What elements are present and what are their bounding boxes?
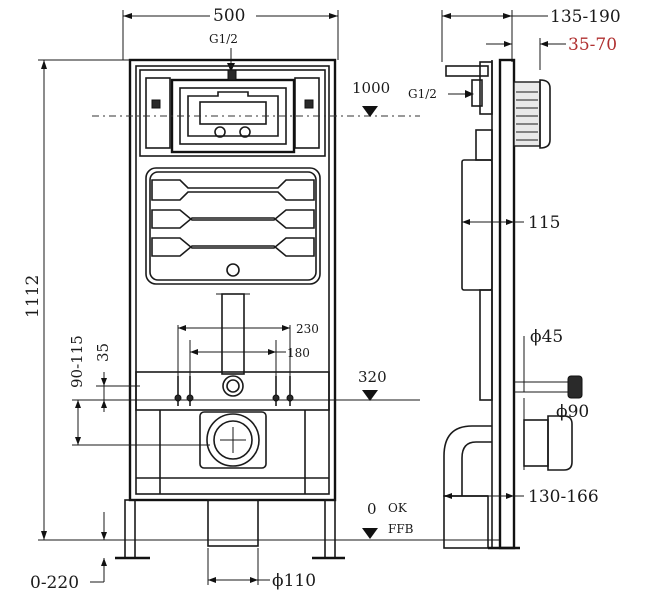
mounting-bar (135, 371, 330, 411)
level-320-label: 320 (358, 368, 387, 386)
dim-135-190-arrow-right (503, 13, 512, 19)
tank-rib-3 (151, 237, 315, 257)
dim-130-166-label: 130-166 (528, 487, 599, 507)
dim-35-70-arrow-right (540, 41, 548, 47)
dim-35-arrow-bottom (101, 400, 107, 408)
dim-115-label: 115 (528, 213, 560, 233)
dim-180-label: 180 (287, 346, 310, 360)
dim-135-190-arrow-left (442, 13, 451, 19)
left-clip-mark (151, 99, 161, 109)
frame-inner (135, 65, 330, 495)
dim-35-label: 35 (94, 343, 112, 362)
valve-top (227, 69, 237, 81)
g12-side-arrow (465, 90, 474, 98)
g12-front-label: G1/2 (209, 32, 238, 46)
drain-ring-outer (206, 413, 260, 467)
dim-130-166-arrow-left (444, 493, 452, 499)
dim-35-70-label: 35-70 (568, 35, 617, 55)
dim-230-label: 230 (296, 322, 319, 336)
leg-right (324, 499, 336, 559)
dim-180-arrow-left (190, 349, 198, 355)
phi110-label: ϕ110 (272, 571, 316, 591)
phi45-label: ϕ45 (530, 327, 563, 347)
level-1000-marker (362, 106, 378, 117)
flush-pipe (221, 293, 245, 375)
water-inlet-ring (222, 375, 244, 397)
drain-elbow-inner (461, 441, 492, 496)
dim-135-190-label: 135-190 (550, 7, 621, 27)
front-view: 500 G1/2 (23, 4, 500, 593)
inlet-tube (445, 65, 489, 77)
dim-35-70-arrow-left (504, 41, 512, 47)
dim-230-arrow-right (282, 325, 290, 331)
dim-1112-arrow-top (41, 60, 47, 69)
dim-230-arrow-left (178, 325, 186, 331)
dim-500-arrow-left (123, 13, 132, 19)
flush-button-cap (539, 79, 551, 149)
drain-ring-inner (213, 420, 253, 460)
dim-90-115-label: 90-115 (68, 335, 86, 388)
tank-neck (475, 129, 493, 161)
tank-rib-1 (151, 179, 315, 201)
inlet-valve (479, 61, 493, 115)
dim-130-166-arrow-right (506, 493, 514, 499)
dim-500-arrow-right (329, 13, 338, 19)
dim-180-arrow-right (268, 349, 276, 355)
dim-35-arrow-top (101, 378, 107, 386)
cistern-tank (145, 167, 321, 285)
drain-elbow-outer (443, 425, 492, 497)
right-clip-mark (304, 99, 314, 109)
phi110-arrow-right (250, 577, 258, 583)
tank-rib-2 (151, 209, 315, 229)
phi45-connector (567, 375, 583, 399)
dim-90-115-arrow-top (75, 400, 81, 408)
drain-housing (199, 411, 267, 469)
ffb-label: FFB (388, 522, 414, 536)
cistern-tank-inner (149, 171, 317, 281)
dim-90-115-arrow-bottom (75, 437, 81, 445)
tank-drain-icon (226, 263, 240, 277)
left-bracket-clip (145, 77, 171, 149)
dim-500-label: 500 (213, 6, 245, 26)
dim-1112-label: 1112 (23, 275, 43, 318)
level-320-marker (362, 390, 378, 401)
mounting-bolts (174, 376, 294, 406)
leg-left (124, 499, 136, 559)
flush-mechanism-window (199, 101, 267, 125)
side-view: 135-190 35-70 G1/2 (408, 7, 621, 550)
phi90-socket (523, 419, 549, 467)
flush-button-ribs (516, 91, 538, 141)
phi90-flange (547, 415, 573, 471)
right-bracket-clip (294, 77, 320, 149)
drain-pipe-stub (207, 499, 259, 547)
dim-0-220-arrow-top (101, 532, 107, 540)
dim-115-arrow-right (506, 219, 514, 225)
phi110-arrow-left (208, 577, 216, 583)
flush-mechanism (187, 91, 279, 137)
side-frame-upright (498, 58, 516, 550)
ok-label: OK (388, 501, 408, 515)
dim-0-220-arrow-bottom (101, 558, 107, 566)
phi90-label: ϕ90 (556, 402, 589, 422)
side-down-pipe (479, 289, 493, 401)
dim-500-mask (210, 4, 256, 24)
dim-115-arrow-left (462, 219, 470, 225)
dim-0-220-label: 0-220 (30, 573, 79, 593)
dim-1112-arrow-bottom (41, 531, 47, 540)
level-1000-label: 1000 (352, 79, 390, 97)
tank-side-profile (461, 159, 493, 291)
top-bracket (139, 69, 326, 157)
flush-button-left-icon (214, 126, 226, 138)
water-inlet-inner (226, 379, 240, 393)
zero-label: 0 (367, 500, 377, 518)
g12-side-label: G1/2 (408, 87, 437, 101)
floor-level-marker (362, 528, 378, 539)
valve-body (471, 79, 483, 107)
flush-button-right-icon (239, 126, 251, 138)
